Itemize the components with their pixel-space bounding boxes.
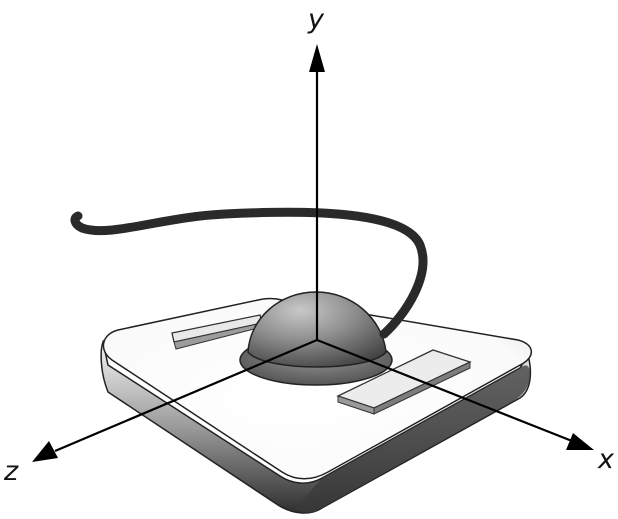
- x-axis-arrowhead: [566, 433, 594, 450]
- base-top: [102, 297, 532, 480]
- cable-icon: [70, 207, 428, 339]
- y-axis-label: y: [307, 4, 325, 35]
- axes: [32, 44, 594, 462]
- z-axis-arrowhead: [32, 441, 58, 462]
- right-button: [336, 349, 472, 415]
- y-axis-arrowhead: [309, 44, 325, 72]
- x-axis-label: x: [597, 444, 615, 475]
- z-axis-line: [54, 338, 318, 453]
- x-axis-line: [316, 338, 573, 443]
- z-axis-label: z: [3, 456, 19, 487]
